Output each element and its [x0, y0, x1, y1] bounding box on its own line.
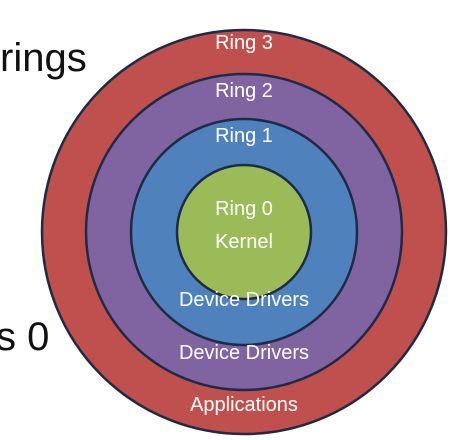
ring-0-circle	[175, 163, 313, 301]
ring-2-label: Ring 2	[215, 80, 273, 102]
ring-2-device-drivers-label: Device Drivers	[179, 342, 309, 364]
kernel-label: Kernel	[215, 231, 273, 253]
ring-3-label: Ring 3	[215, 32, 273, 54]
applications-label: Applications	[190, 394, 298, 416]
ring-1-device-drivers-label: Device Drivers	[179, 289, 309, 311]
background-text-bottom: s 0	[0, 315, 50, 359]
ring-1-label: Ring 1	[215, 125, 273, 147]
background-text-top: rings	[0, 36, 87, 80]
ring-0-label: Ring 0	[215, 198, 273, 220]
